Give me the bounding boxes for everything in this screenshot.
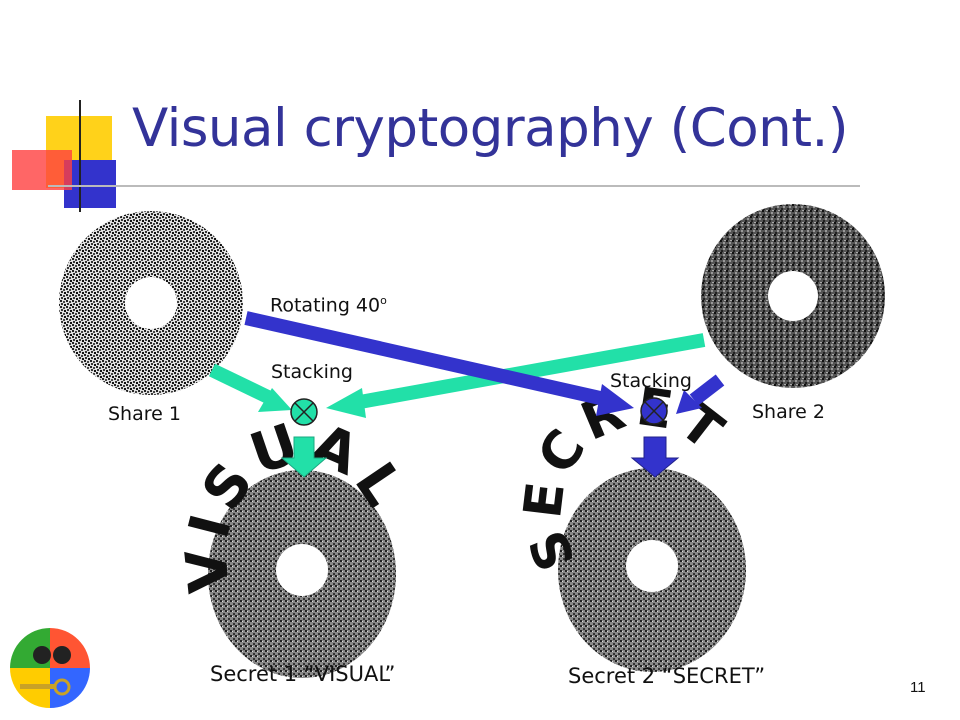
deco-blue-square	[64, 160, 116, 208]
share-1-disk	[59, 211, 243, 395]
down-arrow-left	[280, 436, 328, 478]
arrowhead-share2-green	[326, 388, 366, 418]
stacking-label-left: Stacking	[271, 361, 353, 383]
deco-red-square	[12, 150, 72, 190]
logo-icon	[10, 628, 90, 708]
secret-2-disk: SECRET	[513, 377, 746, 672]
stack-symbol-left	[290, 398, 318, 426]
arrowhead-share1	[258, 388, 292, 412]
rotating-label: Rotating 40o	[270, 294, 387, 317]
share-2-label: Share 2	[752, 401, 825, 423]
arrow-share2-to-stack-left	[358, 333, 706, 409]
page-title: Visual cryptography (Cont.)	[132, 98, 849, 159]
arrow-share1-rotated	[244, 311, 602, 405]
share-2-disk	[701, 204, 885, 388]
secret-1-caption: Secret 1 “VISUAL”	[210, 662, 396, 686]
title-decoration	[12, 100, 860, 212]
arrowhead-rotated	[596, 384, 634, 416]
arrow-share2-to-stack-right	[689, 374, 725, 406]
page-number: 11	[910, 679, 926, 696]
arrow-share1-to-stack-left	[208, 363, 274, 405]
arrowhead-share2-blue	[676, 390, 702, 414]
secret-2-caption: Secret 2 “SECRET”	[568, 664, 766, 688]
stack-symbol-right	[640, 397, 668, 425]
stacking-label-right: Stacking	[610, 370, 692, 392]
down-arrow-right	[630, 436, 680, 478]
share-1-label: Share 1	[108, 403, 181, 425]
